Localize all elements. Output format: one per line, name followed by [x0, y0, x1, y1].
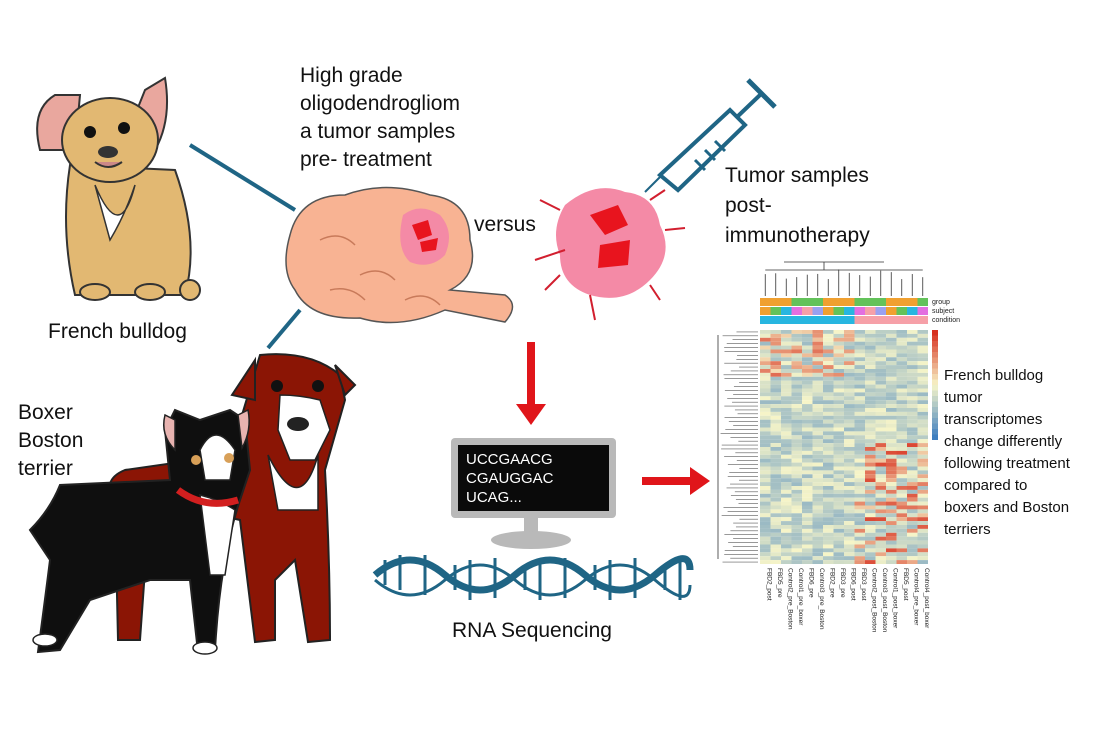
sample-label: Control1_pre_boxer [797, 568, 804, 626]
monitor-sequence-text: UCCGAACG CGAUGGAC UCAG... [466, 450, 554, 507]
sequence-line1: UCCGAACG [466, 451, 553, 468]
label-breed-line2: Boston [18, 429, 84, 452]
connector-bulldog-line [188, 143, 297, 212]
finding-line3: transcriptomes [944, 411, 1043, 428]
sample-label: FBD3_pre [839, 568, 846, 598]
finding-line4: change differently [944, 433, 1063, 450]
sample-label: FBD2_post [765, 568, 772, 601]
dna-helix-icon [372, 555, 694, 600]
connector-boxer-line [266, 308, 302, 350]
sample-label: Control3_pre_Boston [818, 568, 825, 630]
sequence-line3: UCAG... [466, 489, 522, 506]
label-post-line2: post- [725, 194, 772, 217]
sample-label: Control3_post_Boston [881, 568, 888, 633]
tumor-post-treatment-illustration [534, 188, 686, 321]
boston-terrier-illustration [28, 408, 252, 655]
sample-label: Control4_pre_boxer [912, 568, 919, 626]
label-post-line3: immunotherapy [725, 224, 870, 247]
sample-label: Control2_post_Boston [870, 568, 877, 633]
sample-label: Control1_post_boxer [891, 568, 898, 629]
finding-line5: following treatment [944, 455, 1070, 472]
finding-line6: compared to [944, 477, 1028, 494]
down-arrow [516, 342, 546, 425]
brain-with-tumor-illustration [285, 186, 514, 324]
sample-label: FBD5_pre [776, 568, 783, 598]
label-pre-line3: a tumor samples [300, 120, 456, 143]
label-breed-line1: Boxer [18, 401, 73, 424]
annotation-label: group [932, 299, 950, 306]
sample-label: FBD2_pre [828, 568, 835, 598]
monitor-icon [451, 438, 616, 549]
label-french-bulldog: French bulldog [48, 320, 187, 343]
finding-line1: French bulldog [944, 367, 1044, 384]
sample-label: FBD6_post [849, 568, 856, 601]
french-bulldog-illustration [36, 76, 201, 301]
finding-line7: boxers and Boston [944, 499, 1070, 516]
sample-label: Control4_post_boxer [923, 568, 930, 629]
label-breed-line3: terrier [18, 457, 73, 480]
label-versus: versus [474, 213, 536, 236]
annotation-label: subject [932, 308, 954, 315]
sample-label: FBD6_pre [807, 568, 814, 598]
sample-label: FBD5_post [902, 568, 909, 601]
finding-line2: tumor [944, 389, 983, 406]
label-pre-line1: High grade [300, 64, 403, 87]
sample-label: FBD3_post [860, 568, 867, 601]
sample-label: Control2_pre_Boston [786, 568, 793, 630]
right-arrow [642, 467, 710, 495]
label-post-line1: Tumor samples [725, 164, 869, 187]
syringe-icon [644, 78, 777, 193]
annotation-label: condition [932, 317, 960, 324]
label-pre-line2: oligodendrogliom [300, 92, 460, 115]
label-pre-line4: pre- treatment [300, 148, 432, 171]
finding-line8: terriers [944, 521, 991, 538]
sequence-line2: CGAUGGAC [466, 470, 554, 487]
label-rna-sequencing: RNA Sequencing [452, 619, 612, 642]
